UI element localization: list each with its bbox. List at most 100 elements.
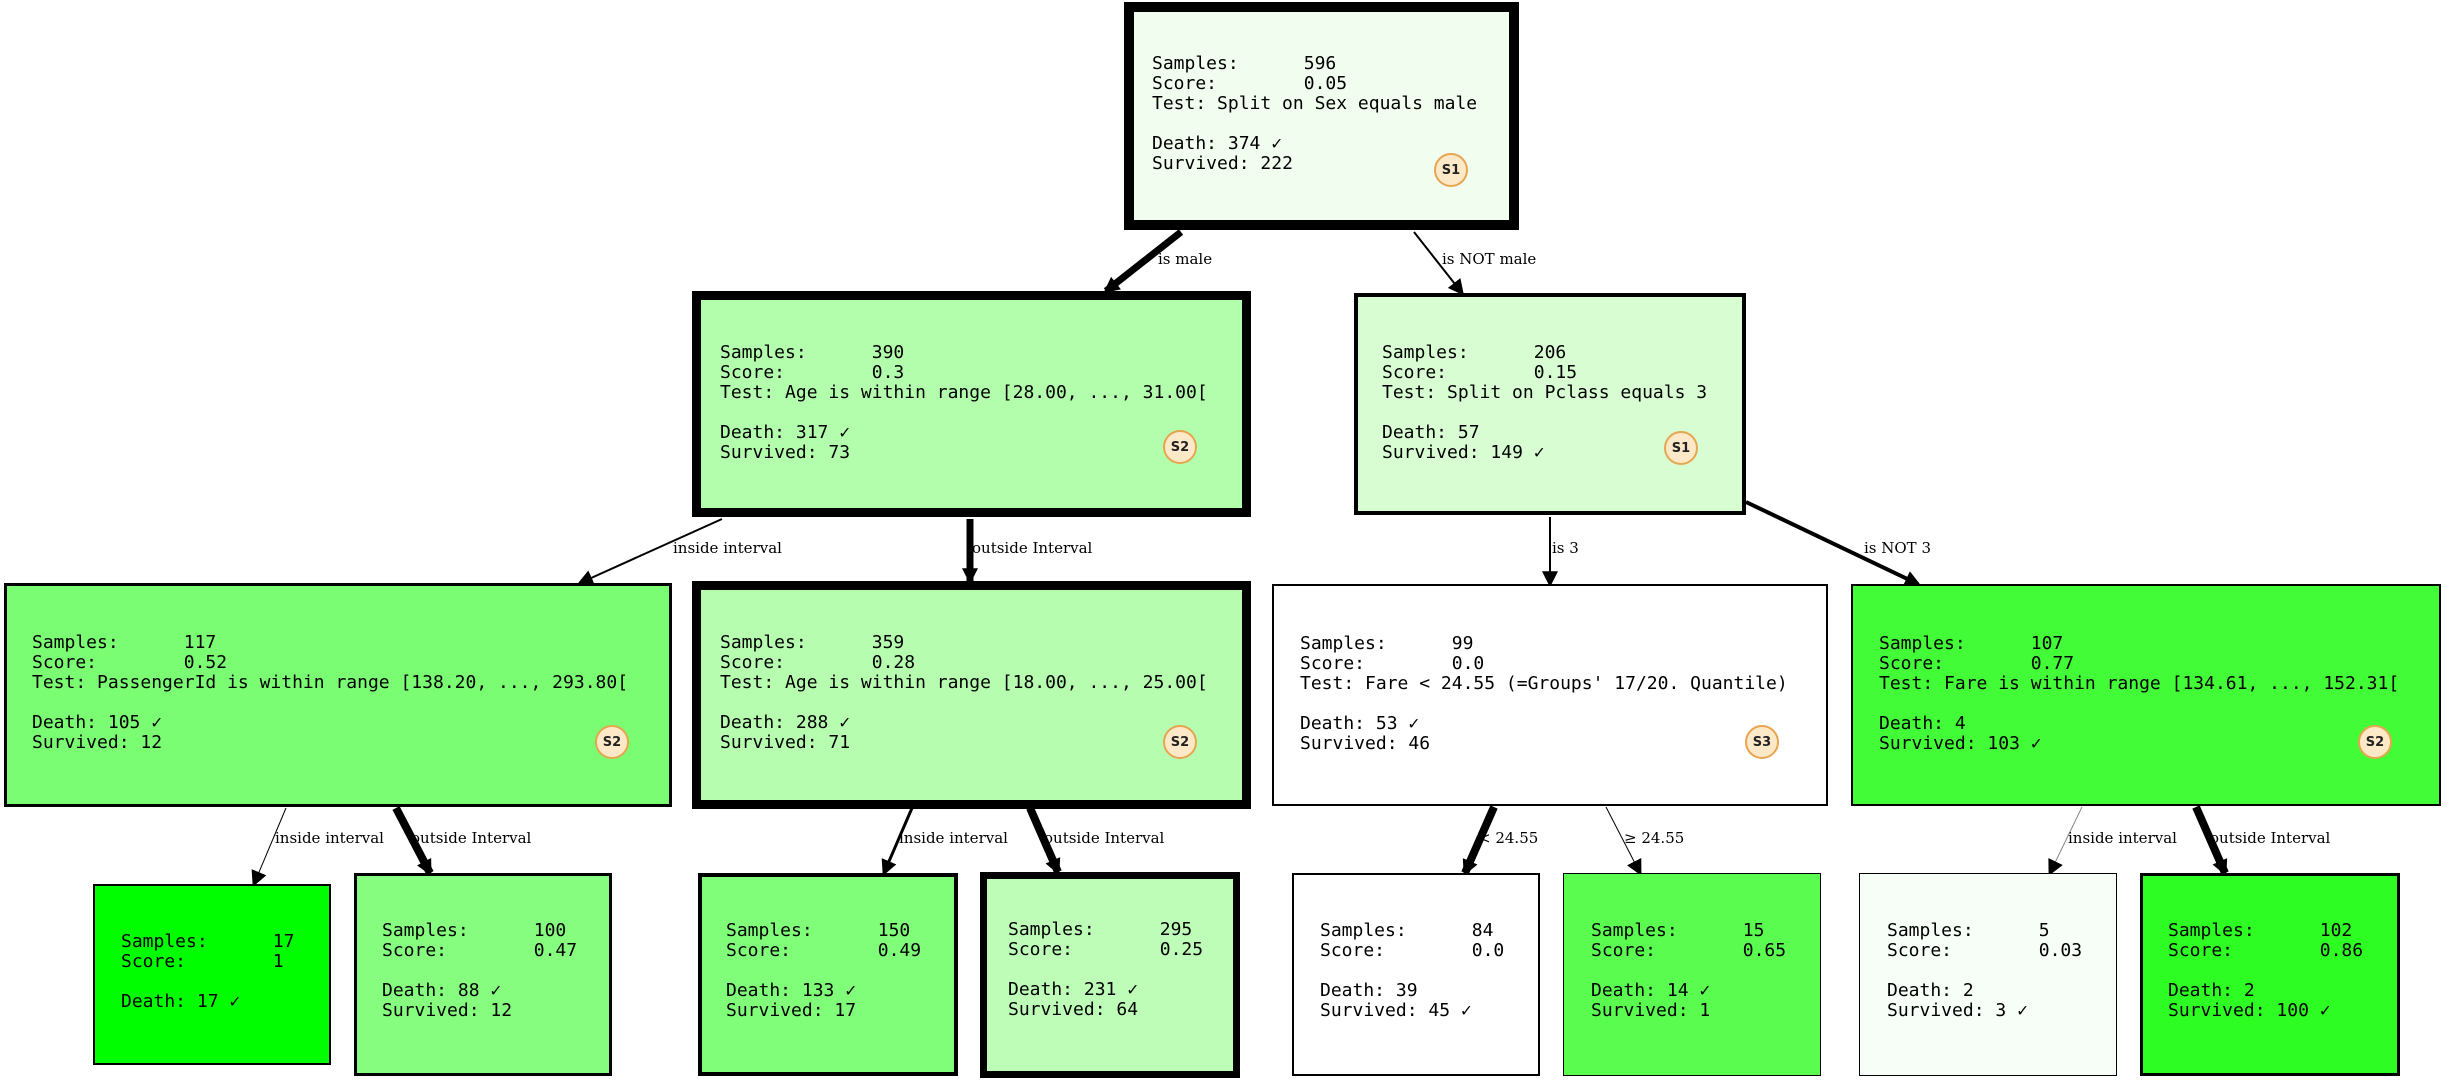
node-death-value: 17 ✓ xyxy=(196,991,241,1012)
node-samples-row: Samples: 84 xyxy=(1320,921,1528,941)
node-samples-label: Samples: xyxy=(726,920,813,941)
node-score-row: Score: 0.52 xyxy=(32,653,659,673)
spacer xyxy=(208,931,273,952)
node-survived-row: Survived: 45 ✓ xyxy=(1320,1001,1528,1021)
edge-label: is NOT 3 xyxy=(1864,539,1932,557)
node-samples-row: Samples: 390 xyxy=(720,343,1232,363)
node-score-label: Score: xyxy=(1382,362,1448,383)
node-test-value: Age is within range [18.00, ..., 25.00[ xyxy=(785,672,1208,693)
node-death-value: 2 xyxy=(2243,980,2255,1001)
node-score-label: Score: xyxy=(1591,940,1657,961)
spacer xyxy=(807,632,872,653)
node-samples-row: Samples: 295 xyxy=(1008,920,1223,940)
node-samples-value: 596 xyxy=(1303,53,1337,74)
node-samples-value: 150 xyxy=(877,920,911,941)
node-death-row: Death: 2 xyxy=(1887,981,2106,1001)
node-score-label: Score: xyxy=(1887,940,1953,961)
node-survived-value: 12 xyxy=(140,732,163,753)
node-score-value: 1 xyxy=(272,951,284,972)
spacer xyxy=(447,940,534,961)
spacer xyxy=(1436,382,1447,403)
spacer xyxy=(1952,940,2039,961)
node-samples-value: 295 xyxy=(1159,919,1193,940)
node-score-label: Score: xyxy=(32,652,98,673)
spacer xyxy=(1985,1000,1996,1021)
spacer xyxy=(186,951,273,972)
node-samples-row: Samples: 117 xyxy=(32,633,659,653)
node-death-value: 231 ✓ xyxy=(1083,979,1139,1000)
spacer xyxy=(186,991,197,1012)
node-death-row: Death: 17 ✓ xyxy=(121,992,319,1012)
edge-label: inside interval xyxy=(673,539,782,557)
node-score-row: Score: 0.28 xyxy=(720,653,1232,673)
spacer xyxy=(97,712,108,733)
split-badge: S3 xyxy=(1745,725,1779,759)
node-death-row: Death: 88 ✓ xyxy=(382,981,599,1001)
node-score-value: 0.05 xyxy=(1303,73,1348,94)
split-badge: S2 xyxy=(1163,430,1197,464)
node-score-value: 0.0 xyxy=(1471,940,1505,961)
spacer xyxy=(1250,153,1261,174)
node-score-value: 0.28 xyxy=(871,652,916,673)
node-score-label: Score: xyxy=(726,940,792,961)
node-score-label: Score: xyxy=(1008,939,1074,960)
node-test-row: Test: Split on Pclass equals 3 xyxy=(1382,383,1732,403)
node-samples-row: Samples: 5 xyxy=(1887,921,2106,941)
node-death-row: Death: 231 ✓ xyxy=(1008,980,1223,1000)
node-test-value: Split on Sex equals male xyxy=(1217,93,1478,114)
node-score-value: 0.65 xyxy=(1742,940,1787,961)
node-samples-row: Samples: 150 xyxy=(726,921,944,941)
edge-label: inside interval xyxy=(275,829,384,847)
node-death-label: Death: xyxy=(1320,980,1386,1001)
node-survived-row: Survived: 73 xyxy=(720,443,1232,463)
node-survived-label: Survived: xyxy=(382,1000,480,1021)
node-test-value: Fare < 24.55 (=Groups' 17/20. Quantile) xyxy=(1365,673,1788,694)
node-survived-value: 17 xyxy=(834,1000,857,1021)
node-samples-row: Samples: 15 xyxy=(1591,921,1810,941)
node-death-label: Death: xyxy=(726,980,792,1001)
node-survived-row: Survived: 46 xyxy=(1300,734,1816,754)
node-samples-row: Samples: 102 xyxy=(2168,921,2387,941)
node-score-row: Score: 0.0 xyxy=(1320,941,1528,961)
spacer xyxy=(1689,1000,1700,1021)
spacer xyxy=(1944,653,2031,674)
node-samples-label: Samples: xyxy=(1008,919,1095,940)
spacer xyxy=(1952,980,1963,1001)
node-test-row: Test: Fare < 24.55 (=Groups' 17/20. Quan… xyxy=(1300,674,1816,694)
node-death-value: 105 ✓ xyxy=(107,712,163,733)
node-samples-value: 15 xyxy=(1742,920,1765,941)
spacer xyxy=(1407,920,1472,941)
node-death-value: 317 ✓ xyxy=(795,422,851,443)
node-survived-label: Survived: xyxy=(1320,1000,1418,1021)
node-score-value: 0.03 xyxy=(2038,940,2083,961)
edge-label: is male xyxy=(1158,250,1213,268)
split-badge: S2 xyxy=(1163,725,1197,759)
node-survived-label: Survived: xyxy=(720,732,818,753)
node-samples-label: Samples: xyxy=(1591,920,1678,941)
node-score-label: Score: xyxy=(1320,940,1386,961)
spacer xyxy=(791,980,802,1001)
node-survived-label: Survived: xyxy=(1591,1000,1689,1021)
node-samples-label: Samples: xyxy=(382,920,469,941)
node-test-value: Fare is within range [134.61, ..., 152.3… xyxy=(1944,673,2400,694)
spacer xyxy=(1678,920,1743,941)
spacer xyxy=(1239,53,1304,74)
spacer xyxy=(1933,673,1944,694)
node-death-row: Death: 288 ✓ xyxy=(720,713,1232,733)
node-survived-label: Survived: xyxy=(1300,733,1398,754)
node-death-label: Death: xyxy=(720,712,786,733)
node-samples-row: Samples: 100 xyxy=(382,921,599,941)
node-death-row: Death: 2 xyxy=(2168,981,2387,1001)
node-samples-value: 107 xyxy=(2030,633,2064,654)
node-death-value: 53 ✓ xyxy=(1375,713,1420,734)
node-score-row: Score: 0.25 xyxy=(1008,940,1223,960)
node-test-label: Test: xyxy=(720,382,775,403)
node-score-row: Score: 0.77 xyxy=(1879,654,2429,674)
